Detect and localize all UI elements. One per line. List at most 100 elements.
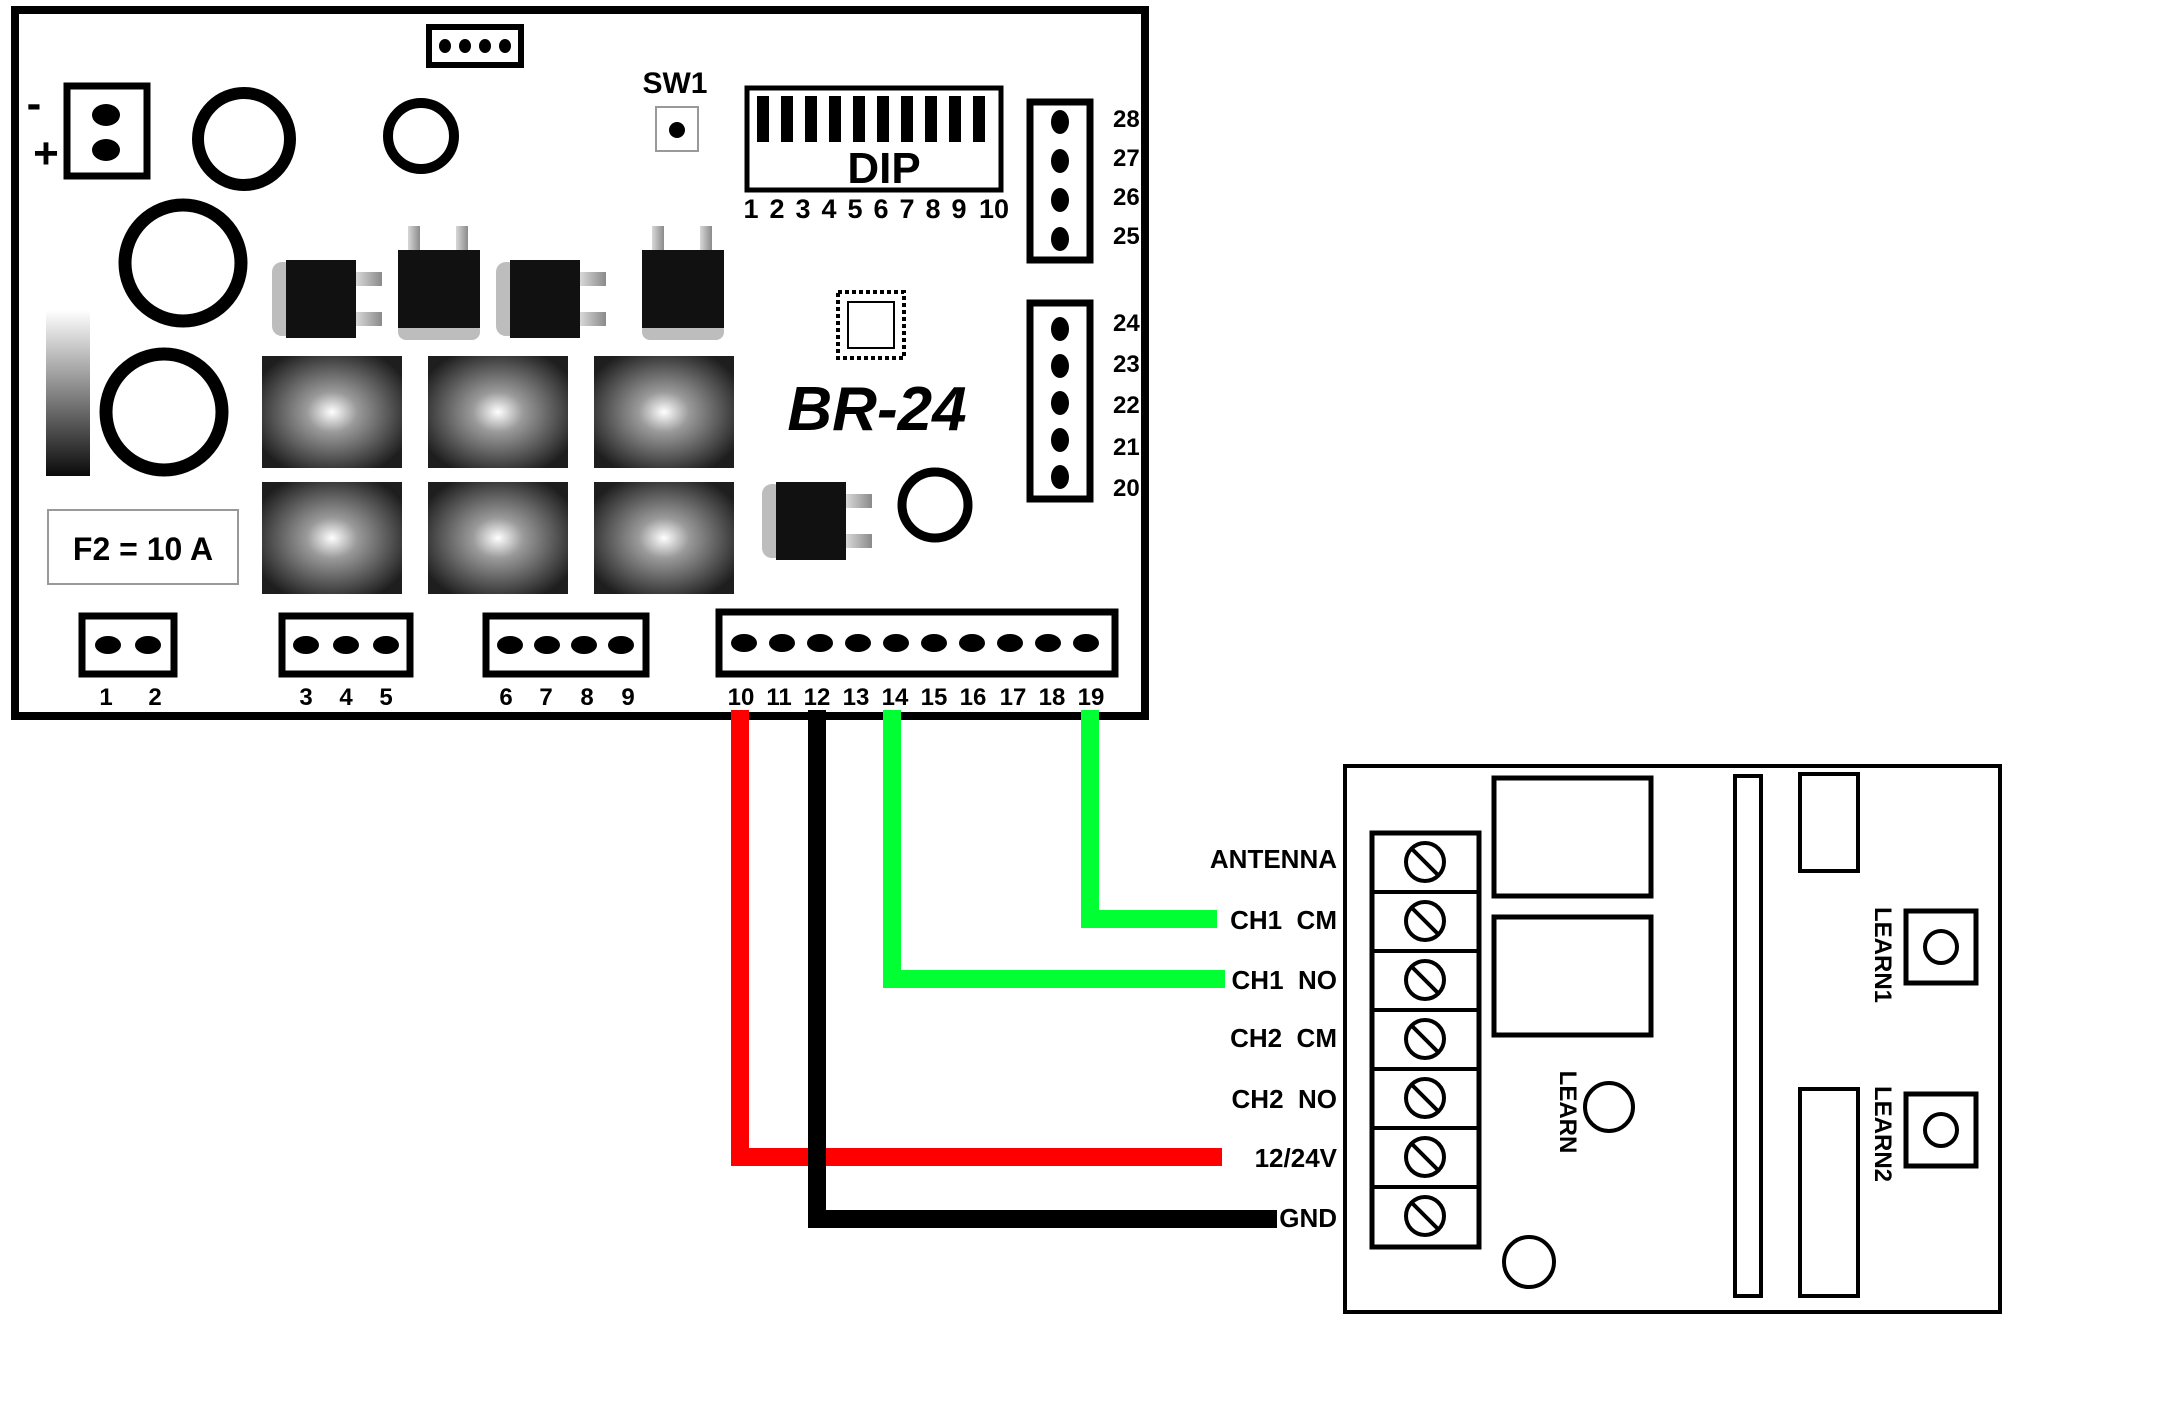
terminal-number: 12 <box>804 684 831 711</box>
terminal-number: 16 <box>960 684 987 711</box>
top-header-connector <box>426 24 524 68</box>
transistor <box>496 260 606 338</box>
relay <box>594 356 734 468</box>
relay <box>262 356 402 468</box>
learn1-button <box>1903 908 1979 986</box>
screw-icon <box>1404 900 1446 942</box>
terminal-number: 24 <box>1113 310 1140 337</box>
dip-number: 1 <box>743 194 758 224</box>
terminal-number: 9 <box>621 684 634 711</box>
screw-icon <box>1404 1077 1446 1119</box>
capacitor-circle <box>118 198 248 328</box>
receiver-relay <box>1491 775 1654 899</box>
learn-button-circle <box>1583 1081 1635 1133</box>
terminal-number: 17 <box>1000 684 1027 711</box>
terminal-number: 13 <box>843 684 870 711</box>
terminal-number: 1 <box>99 684 112 711</box>
screw-icon <box>1404 841 1446 883</box>
capacitor-circle <box>99 347 229 477</box>
capacitor-circle <box>897 467 973 543</box>
screw-icon <box>1404 1195 1446 1237</box>
receiver-component <box>1798 772 1860 873</box>
receiver-relay <box>1491 914 1654 1038</box>
dip-number: 3 <box>795 194 810 224</box>
terminal-number: 22 <box>1113 392 1140 419</box>
polarity-minus-label: - <box>27 79 42 128</box>
screw-icon <box>1404 1136 1446 1178</box>
learn2-button <box>1903 1091 1979 1169</box>
dip-number: 5 <box>847 194 862 224</box>
transistor <box>398 226 480 340</box>
model-label: BR-24 <box>787 375 966 444</box>
learn2-label: LEARN2 <box>1869 1086 1896 1182</box>
power-input-connector: - + <box>27 79 151 180</box>
terminal-block-28-25: 28 27 26 25 <box>1026 98 1140 264</box>
terminal-number: 10 <box>728 684 755 711</box>
microchip <box>836 290 906 360</box>
terminal-block-6-9: 6 7 8 9 <box>482 612 650 711</box>
terminal-number: 15 <box>921 684 948 711</box>
sw1-switch: SW1 <box>642 67 708 152</box>
learn-label: LEARN <box>1554 1071 1581 1154</box>
terminal-number: 26 <box>1113 184 1140 211</box>
terminal-number: 27 <box>1113 145 1140 172</box>
terminal-block-3-5: 3 4 5 <box>278 612 414 711</box>
receiver-circle <box>1502 1235 1556 1289</box>
receiver-component <box>1798 1087 1860 1298</box>
receiver-terminal-label: GND <box>1279 1203 1337 1233</box>
gradient-component <box>46 310 90 476</box>
fuse-label-box: F2 = 10 A <box>47 509 239 585</box>
terminal-block-24-20: 24 23 22 21 20 <box>1026 299 1140 503</box>
receiver-terminal-label: CH1 CM <box>1230 905 1337 935</box>
terminal-number: 20 <box>1113 475 1140 502</box>
relay <box>428 356 568 468</box>
terminal-number: 14 <box>882 684 909 711</box>
controller-board: - + SW1 <box>11 6 1149 720</box>
receiver-terminal-label: CH2 NO <box>1232 1084 1337 1114</box>
transistor <box>272 260 382 338</box>
receiver-terminal-label: CH1 NO <box>1232 965 1337 995</box>
terminal-number: 23 <box>1113 351 1140 378</box>
fuse-label: F2 = 10 A <box>73 531 213 567</box>
dip-number: 4 <box>821 194 836 224</box>
polarity-plus-label: + <box>33 129 59 178</box>
terminal-number: 11 <box>766 684 791 711</box>
terminal-number: 28 <box>1113 106 1140 133</box>
receiver-terminal-label: CH2 CM <box>1230 1023 1337 1053</box>
dip-number: 8 <box>925 194 940 224</box>
dip-number: 6 <box>873 194 888 224</box>
transistor <box>762 482 872 560</box>
wire-green-19-ch1-cm <box>1081 710 1217 928</box>
capacitor-circle <box>192 87 296 191</box>
dip-number: 7 <box>899 194 914 224</box>
wire-red-10-12-24v <box>731 710 1222 1166</box>
screw-icon <box>1404 1018 1446 1060</box>
relay <box>428 482 568 594</box>
terminal-number: 2 <box>148 684 161 711</box>
wire-black-12-gnd <box>808 710 1277 1228</box>
terminal-number: 8 <box>580 684 593 711</box>
sw1-label: SW1 <box>642 67 707 100</box>
terminal-number: 19 <box>1078 684 1105 711</box>
terminal-number: 4 <box>339 684 353 711</box>
receiver-terminal-label: ANTENNA <box>1210 844 1337 874</box>
screw-icon <box>1404 959 1446 1001</box>
wires <box>731 710 1277 1228</box>
terminal-number: 21 <box>1113 434 1140 461</box>
relay <box>262 482 402 594</box>
receiver-vertical-bar <box>1733 774 1763 1298</box>
terminal-number: 18 <box>1039 684 1066 711</box>
dip-number: 10 <box>979 194 1009 224</box>
relay <box>594 482 734 594</box>
terminal-number: 3 <box>299 684 312 711</box>
receiver-board: ANTENNA CH1 CM CH1 NO CH2 CM CH2 NO 12/2… <box>1210 764 2002 1314</box>
terminal-number: 5 <box>379 684 392 711</box>
wire-green-14-ch1-no <box>883 710 1225 988</box>
capacitor-circle <box>383 98 459 174</box>
dip-number: 9 <box>951 194 966 224</box>
terminal-number: 6 <box>499 684 512 711</box>
terminal-block-1-2: 1 2 <box>78 612 178 711</box>
terminal-number: 7 <box>539 684 552 711</box>
dip-number: 2 <box>769 194 784 224</box>
